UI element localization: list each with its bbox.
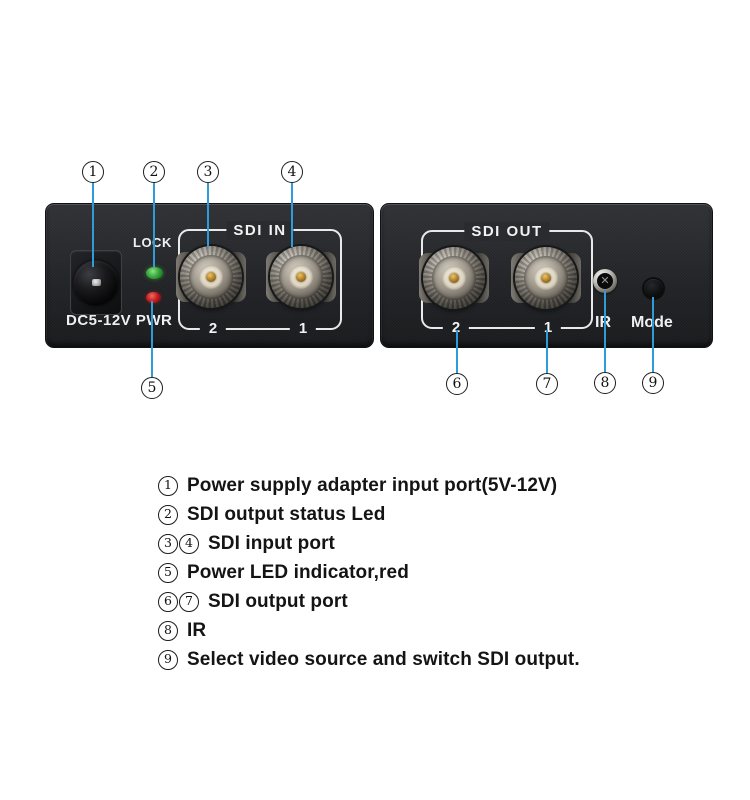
bnc-pin: [541, 273, 551, 283]
legend-text-5: Power LED indicator,red: [187, 561, 409, 583]
sdi-out-label: SDI OUT: [464, 222, 550, 241]
bnc-pin: [296, 272, 306, 282]
bnc-connector-sdi-in-2: [180, 246, 242, 308]
legend-item-8: 8 IR: [158, 616, 628, 645]
sdi-out-port-2-label: 2: [442, 318, 470, 337]
callout-marker-1: 1: [82, 161, 104, 183]
sdi-out-port-1-label: 1: [534, 318, 562, 337]
device-front-panel-right: SDI OUT 2 1 ✕ IR Mode: [380, 203, 713, 348]
legend-text-3-4: SDI input port: [208, 532, 335, 554]
legend-text-9: Select video source and switch SDI outpu…: [187, 648, 580, 670]
lock-label: LOCK: [133, 235, 172, 250]
leader-line-9: [652, 297, 654, 372]
legend-num-3: 3: [158, 533, 178, 554]
leader-line-1: [92, 183, 94, 267]
device-front-panel-left: LOCK DC5-12V PWR SDI IN 2 1: [45, 203, 374, 348]
callout-marker-4: 4: [281, 161, 303, 183]
dc-voltage-label: DC5-12V PWR: [66, 312, 173, 329]
legend-num-9: 9: [158, 649, 178, 670]
callout-marker-8: 8: [594, 372, 616, 394]
callout-marker-6: 6: [446, 373, 468, 395]
bnc-connector-sdi-in-1: [270, 246, 332, 308]
sdi-in-port-2-label: 2: [199, 319, 227, 338]
callout-marker-7: 7: [536, 373, 558, 395]
leader-line-8: [604, 291, 606, 372]
callout-marker-9: 9: [642, 372, 664, 394]
legend-item-3-4: 3 4 SDI input port: [158, 529, 628, 558]
legend-item-6-7: 6 7 SDI output port: [158, 587, 628, 616]
legend: 1 Power supply adapter input port(5V-12V…: [158, 471, 628, 674]
leader-line-4: [291, 183, 293, 247]
legend-item-5: 5 Power LED indicator,red: [158, 558, 628, 587]
power-led-red: [146, 292, 161, 303]
leader-line-5: [151, 301, 153, 377]
leader-line-7: [546, 330, 548, 373]
legend-num-8: 8: [158, 620, 178, 641]
sdi-in-group-outline: SDI IN 2 1: [178, 221, 342, 338]
legend-num-5: 5: [158, 562, 178, 583]
bnc-connector-sdi-out-2: [423, 247, 485, 309]
legend-num-4: 4: [179, 533, 199, 554]
mode-button: [644, 279, 663, 298]
mode-label: Mode: [631, 314, 673, 332]
legend-text-6-7: SDI output port: [208, 590, 348, 612]
dc-center-pin: [91, 279, 101, 286]
legend-text-8: IR: [187, 619, 207, 641]
dc-power-jack: [70, 250, 122, 315]
callout-marker-5: 5: [141, 377, 163, 399]
bnc-pin: [206, 272, 216, 282]
bnc-pin: [449, 273, 459, 283]
legend-text-2: SDI output status Led: [187, 503, 386, 525]
leader-line-3: [207, 183, 209, 247]
legend-num-2: 2: [158, 504, 178, 525]
leader-line-2: [153, 183, 155, 267]
dc-socket: [73, 260, 119, 305]
sdi-in-label: SDI IN: [226, 221, 294, 240]
lock-led-green: [146, 267, 163, 279]
leader-line-6: [456, 330, 458, 373]
legend-text-1: Power supply adapter input port(5V-12V): [187, 474, 558, 496]
legend-num-1: 1: [158, 475, 178, 496]
sdi-in-port-1-label: 1: [289, 319, 317, 338]
callout-marker-3: 3: [197, 161, 219, 183]
legend-num-6: 6: [158, 591, 178, 612]
ir-receiver: ✕: [593, 269, 617, 293]
legend-item-1: 1 Power supply adapter input port(5V-12V…: [158, 471, 628, 500]
legend-item-2: 2 SDI output status Led: [158, 500, 628, 529]
callout-marker-2: 2: [143, 161, 165, 183]
legend-num-7: 7: [179, 591, 199, 612]
ir-receiver-cross: ✕: [600, 274, 610, 287]
ir-label: IR: [595, 314, 611, 331]
legend-item-9: 9 Select video source and switch SDI out…: [158, 645, 628, 674]
bnc-connector-sdi-out-1: [515, 247, 577, 309]
